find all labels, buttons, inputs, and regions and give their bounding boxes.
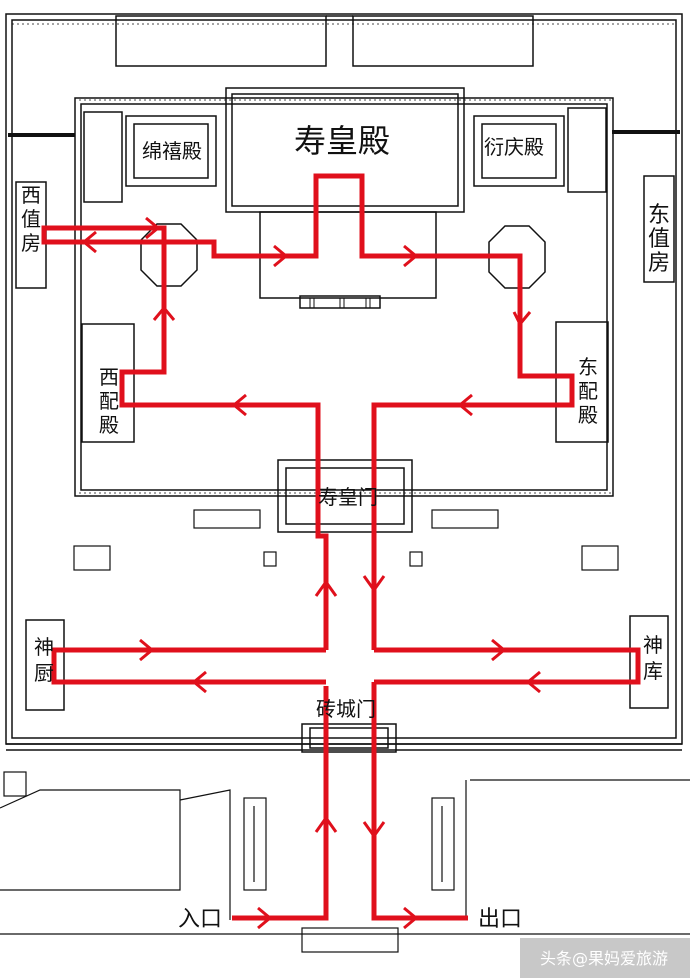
svg-text:值: 值 [648,227,670,252]
wall-texture [12,23,676,494]
svg-text:东: 东 [578,355,598,379]
svg-text:西: 西 [21,183,41,207]
outer-walls [5,13,683,751]
svg-text:殿: 殿 [99,413,119,437]
watermark: 头条@果妈爱旅游 [520,938,690,978]
route-to-gate [41,173,575,650]
route-west-shenchu [51,647,326,685]
inner-courtyard-wall [74,97,614,497]
shouhuang-gate-building [277,459,413,533]
shouhuang-hall-building [225,87,465,309]
route-exit-leg [371,682,468,921]
svg-text:东: 东 [648,203,670,228]
label-shouhuang-dian: 寿皇殿 [294,122,390,160]
route-entrance-leg [232,686,329,921]
hall-steps [309,298,371,308]
label-west-zhi-fang: 西 值 房 [21,183,41,255]
label-west-pei-dian: 西 配 殿 [99,365,119,437]
svg-text:房: 房 [648,251,670,276]
svg-text:值: 值 [21,207,41,231]
svg-text:神: 神 [643,633,663,657]
lower-outer-area [0,771,690,953]
pei-dian-buildings [81,321,609,443]
label-mianxi-dian: 绵禧殿 [142,139,202,163]
route-east-shenku [374,647,641,685]
svg-text:厨: 厨 [34,661,54,685]
label-east-zhi-fang: 东 值 房 [648,203,670,276]
label-shen-ku: 神 库 [643,633,663,683]
label-east-pei-dian: 东 配 殿 [578,355,598,427]
svg-text:西: 西 [99,365,119,389]
map-labels: 寿皇殿 绵禧殿 衍庆殿 寿皇门 砖城门 西 值 房 东 值 房 西 配 殿 东 … [21,122,670,932]
top-outer-buildings [115,15,534,67]
zhi-fang-buildings [15,175,675,289]
side-wall-lines [8,130,680,137]
brick-gate-building [301,723,397,753]
tour-route [41,173,641,921]
svg-text:库: 库 [643,659,663,683]
label-shen-chu: 神 厨 [34,635,54,685]
label-shouhuang-men: 寿皇门 [318,485,378,509]
svg-text:殿: 殿 [578,403,598,427]
label-yanqing-dian: 衍庆殿 [484,135,544,159]
octagon-pavilions [140,223,546,289]
svg-text:神: 神 [34,635,54,659]
route-arrows [81,216,541,930]
svg-text:配: 配 [578,379,598,403]
shen-chu-ku-buildings [25,615,669,711]
label-exit: 出口 [478,907,522,932]
side-halls [83,107,607,203]
svg-text:房: 房 [21,231,41,255]
watermark-text: 头条@果妈爱旅游 [540,949,668,968]
label-entrance: 入口 [178,907,222,932]
gate-side-blocks [73,509,619,571]
svg-text:配: 配 [99,389,119,413]
label-zhuancheng-men: 砖城门 [316,697,376,721]
